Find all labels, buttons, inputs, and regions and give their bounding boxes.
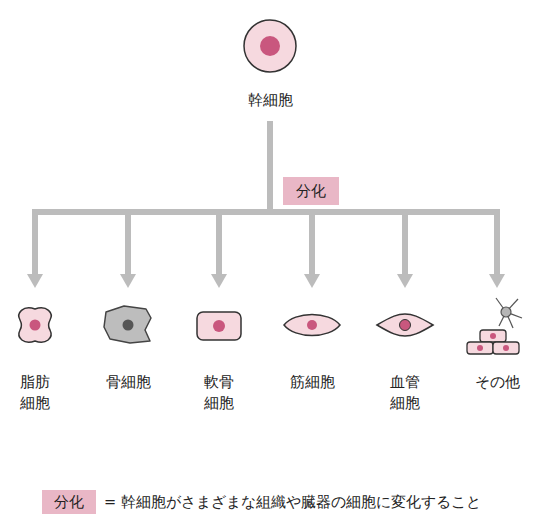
cell-label: 幹細胞 [235, 90, 305, 111]
cell-nucleus [400, 320, 411, 331]
fat-cell: 脂肪 細胞 [3, 288, 67, 414]
legend-term: 分化 [54, 490, 84, 514]
legend-text: = 幹細胞がさまざまな組織や臓器の細胞に変化すること [104, 491, 481, 513]
fat-cell-body [19, 308, 51, 342]
cell-nucleus [123, 320, 134, 331]
other-cells: その他 [465, 288, 529, 393]
cell-nucleus [307, 320, 317, 330]
differentiation-arrow [270, 121, 405, 274]
differentiation-arrow [35, 121, 270, 274]
cell-nucleus [213, 320, 225, 332]
differentiation-arrow [219, 121, 270, 274]
differentiation-arrow [128, 121, 270, 274]
muscle-cell-body [284, 315, 340, 336]
cartilage-cell: 軟骨 細胞 [187, 288, 251, 414]
cell-label: その他 [465, 372, 529, 393]
bone-cell-body [104, 306, 151, 343]
cell-label: 軟骨 細胞 [201, 372, 237, 414]
cell-nucleus [260, 36, 280, 56]
cell-label: 筋細胞 [280, 372, 344, 393]
cell-label: 骨細胞 [96, 372, 160, 393]
legend-swatch: 分化 [42, 490, 96, 514]
differentiation-arrow [270, 121, 497, 274]
cartilage-cell-body [197, 312, 241, 340]
process-label: 分化 [283, 177, 339, 205]
cell-label: 血管 細胞 [387, 372, 423, 414]
vascular-cell-body [377, 314, 433, 336]
stem-cell-body [244, 20, 296, 72]
bone-cell: 骨細胞 [96, 288, 160, 393]
muscle-cell: 筋細胞 [280, 288, 344, 393]
cell-label: 脂肪 細胞 [17, 372, 53, 414]
stem-cell: 幹細胞 [235, 18, 305, 121]
stacked-cells [467, 330, 519, 354]
vascular-cell: 血管 細胞 [373, 288, 437, 414]
cell-nucleus [30, 320, 41, 331]
neuron-cell [496, 298, 522, 328]
